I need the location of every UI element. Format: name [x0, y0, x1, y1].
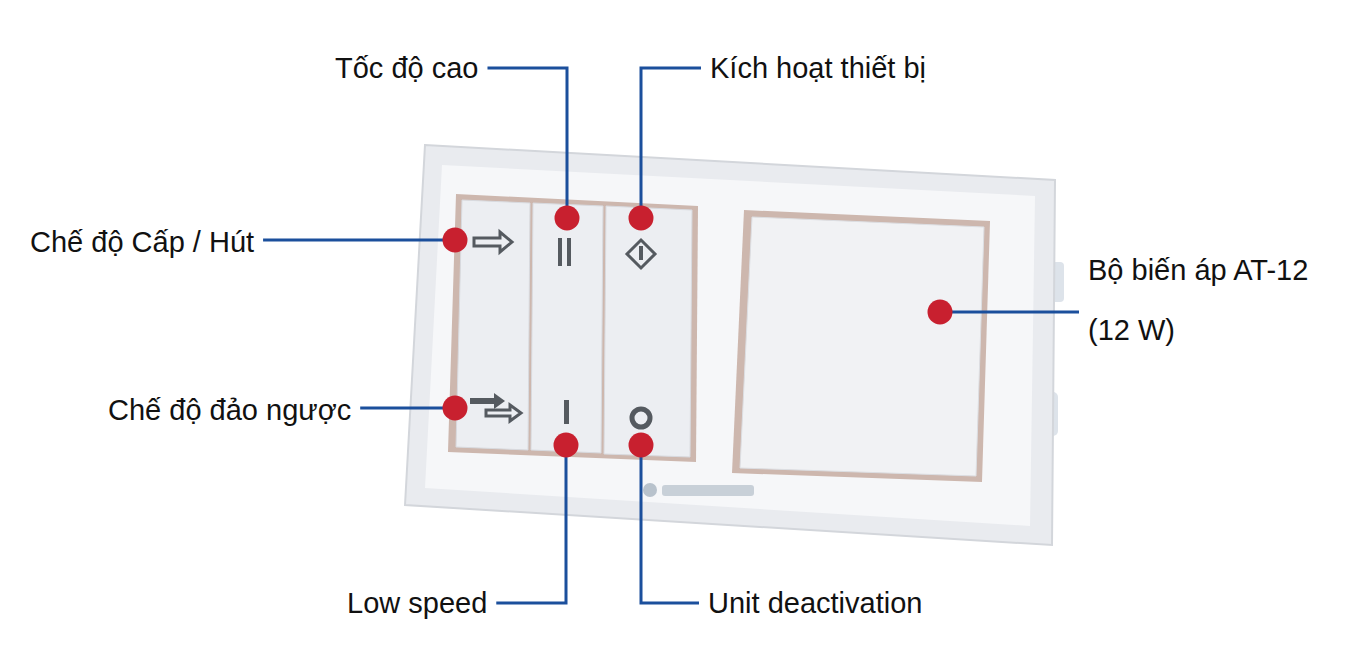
callout-label: Bộ biến áp AT-12 (12 W): [1088, 240, 1336, 360]
leader-line: [496, 457, 566, 603]
logo-mark: [662, 485, 754, 496]
speed-symbol: [564, 400, 569, 424]
transformer-cover: [740, 217, 984, 476]
frame-bevel: [425, 165, 1035, 526]
off-symbol: [632, 409, 650, 427]
module-edge: [448, 194, 698, 462]
outer-frame: [405, 145, 1055, 545]
logo-mark: [643, 483, 657, 497]
switch-panel: [405, 145, 1064, 545]
speed-symbol: [567, 238, 571, 266]
callout-label: Tốc độ cao: [335, 51, 478, 86]
callout-dot: [443, 396, 468, 421]
leader-line: [487, 68, 567, 206]
module-edge: [732, 210, 990, 482]
callout-dots: [443, 206, 953, 458]
key-symbols: [470, 232, 655, 427]
callout-dot: [928, 300, 953, 325]
leader-lines: [263, 68, 1079, 603]
callout-label: Chế độ đảo ngược: [108, 393, 351, 428]
on-symbol: [627, 240, 655, 268]
callout-label: Chế độ Cấp / Hút: [30, 225, 254, 260]
speed-symbol: [558, 238, 562, 266]
leader-line: [263, 239, 443, 242]
on-symbol: [639, 246, 643, 260]
leader-line: [641, 457, 699, 603]
callout-dot: [443, 228, 468, 253]
leader-line: [952, 311, 1079, 314]
leader-line: [641, 68, 701, 206]
brand-logo: [643, 483, 754, 497]
rocker-key: [531, 203, 603, 453]
callout-label: Unit deactivation: [708, 586, 922, 621]
leader-line: [360, 407, 443, 410]
callout-dot: [554, 433, 579, 458]
supply-symbol: [474, 232, 512, 252]
callout-label: Kích hoạt thiết bị: [710, 51, 926, 86]
callout-dot: [629, 433, 654, 458]
reverse-symbol: [470, 393, 505, 409]
callout-label: Low speed: [347, 586, 487, 621]
rocker-key: [604, 206, 692, 457]
callout-dot: [555, 206, 580, 231]
reverse-symbol: [486, 405, 521, 421]
callout-dot: [629, 206, 654, 231]
